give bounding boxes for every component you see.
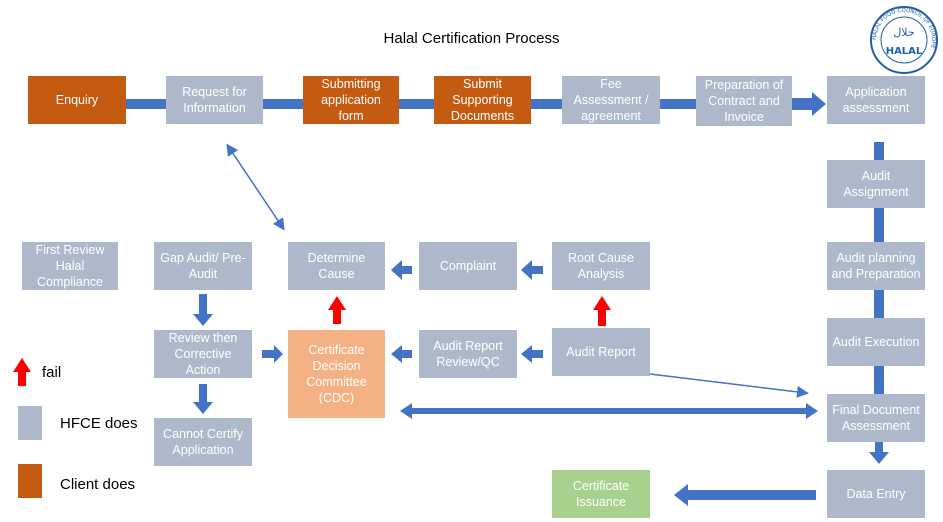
step-audit-execution: Audit Execution [827, 318, 925, 366]
step-submitting-form: Submitting application form [303, 76, 399, 124]
step-cdc: Certificate Decision Committee (CDC) [288, 330, 385, 418]
step-review-corrective: Review then Corrective Action [154, 330, 252, 378]
step-determine-cause: Determine Cause [288, 242, 385, 290]
legend-fail-label: fail [42, 364, 62, 381]
thin-arrow-request-determine [226, 143, 285, 231]
connector-request-submitting [263, 99, 303, 109]
fail-arrow-report-root [593, 296, 611, 326]
step-final-document: Final Document Assessment [827, 394, 925, 442]
step-request-info: Request for Information [166, 76, 263, 124]
step-first-review: First Review Halal Compliance [22, 242, 118, 290]
arrow-gap-to-review [193, 294, 213, 326]
step-audit-assignment: Audit Assignment [827, 160, 925, 208]
step-root-cause: Root Cause Analysis [552, 242, 650, 290]
legend-hfce-label: HFCE does [60, 415, 138, 432]
arrow-review-to-cannot [193, 384, 213, 414]
step-contract: Preparation of Contract and Invoice [696, 76, 792, 126]
step-enquiry: Enquiry [28, 76, 126, 124]
arrow-root-to-complaint [521, 260, 543, 280]
arrow-review-to-cdc [262, 345, 283, 363]
connector-assessment-assignment [874, 142, 884, 160]
connector-supporting-fee [531, 99, 562, 109]
step-audit-planning: Audit planning and Preparation [827, 242, 925, 290]
logo-word: HALAL [886, 46, 923, 57]
thin-arrow-report-final [649, 373, 809, 398]
step-audit-report: Audit Report [552, 328, 650, 376]
arrow-to-application-assessment [792, 92, 826, 116]
step-certificate-issuance: Certificate Issuance [552, 470, 650, 518]
connector-execution-final [874, 366, 884, 394]
legend-fail-arrow [13, 358, 31, 386]
double-arrow-cdc-final [400, 403, 818, 419]
connector-assignment-planning [874, 208, 884, 242]
arrow-to-data-entry [869, 442, 889, 464]
step-fee-assessment: Fee Assessment / agreement [562, 76, 660, 124]
connector-submitting-supporting [399, 99, 434, 109]
diagram-title: Halal Certification Process [383, 30, 560, 47]
step-audit-report-review: Audit Report Review/QC [419, 330, 517, 378]
step-application-assessment: Application assessment [827, 76, 925, 124]
hfce-logo: HALAL FOOD COUNCIL OF EUROPE حلال HALAL [868, 4, 940, 76]
step-supporting-docs: Submit Supporting Documents [434, 76, 531, 124]
arrow-review-qc-to-cdc [391, 345, 412, 363]
arrow-report-to-review-qc [521, 345, 543, 363]
arrow-to-certificate-issuance [674, 484, 816, 506]
fail-arrow-cdc-determine [328, 296, 346, 324]
legend-client-swatch [18, 464, 42, 498]
legend-hfce-swatch [18, 406, 42, 440]
legend-client-label: Client does [60, 476, 136, 493]
arrow-complaint-to-determine [391, 260, 412, 280]
connector-fee-contract [660, 99, 696, 109]
step-complaint: Complaint [419, 242, 517, 290]
step-cannot-certify: Cannot Certify Application [154, 418, 252, 466]
step-data-entry: Data Entry [827, 470, 925, 518]
step-gap-audit: Gap Audit/ Pre-Audit [154, 242, 252, 290]
connector-enquiry-request [126, 99, 166, 109]
logo-arabic: حلال [893, 26, 914, 39]
connector-planning-execution [874, 290, 884, 318]
